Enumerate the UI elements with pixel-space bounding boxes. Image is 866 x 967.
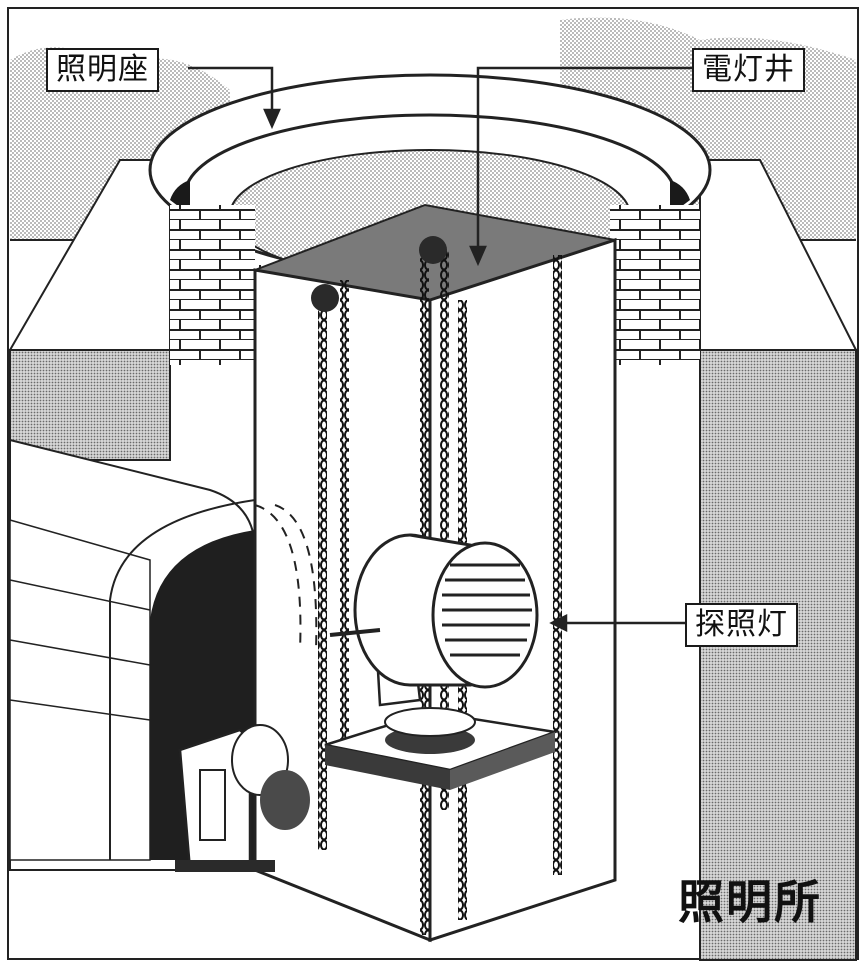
searchlight-label: 探照灯: [685, 603, 798, 647]
light-shaft-label: 電灯井: [692, 48, 805, 92]
earth-mound: [8, 159, 858, 961]
lamp-seat-label: 照明座: [46, 48, 159, 92]
figure-caption: 照明所: [678, 875, 822, 929]
leader-lines: [188, 66, 692, 633]
searchlight-lamp: [329, 533, 539, 754]
winch-machine: [175, 724, 310, 872]
